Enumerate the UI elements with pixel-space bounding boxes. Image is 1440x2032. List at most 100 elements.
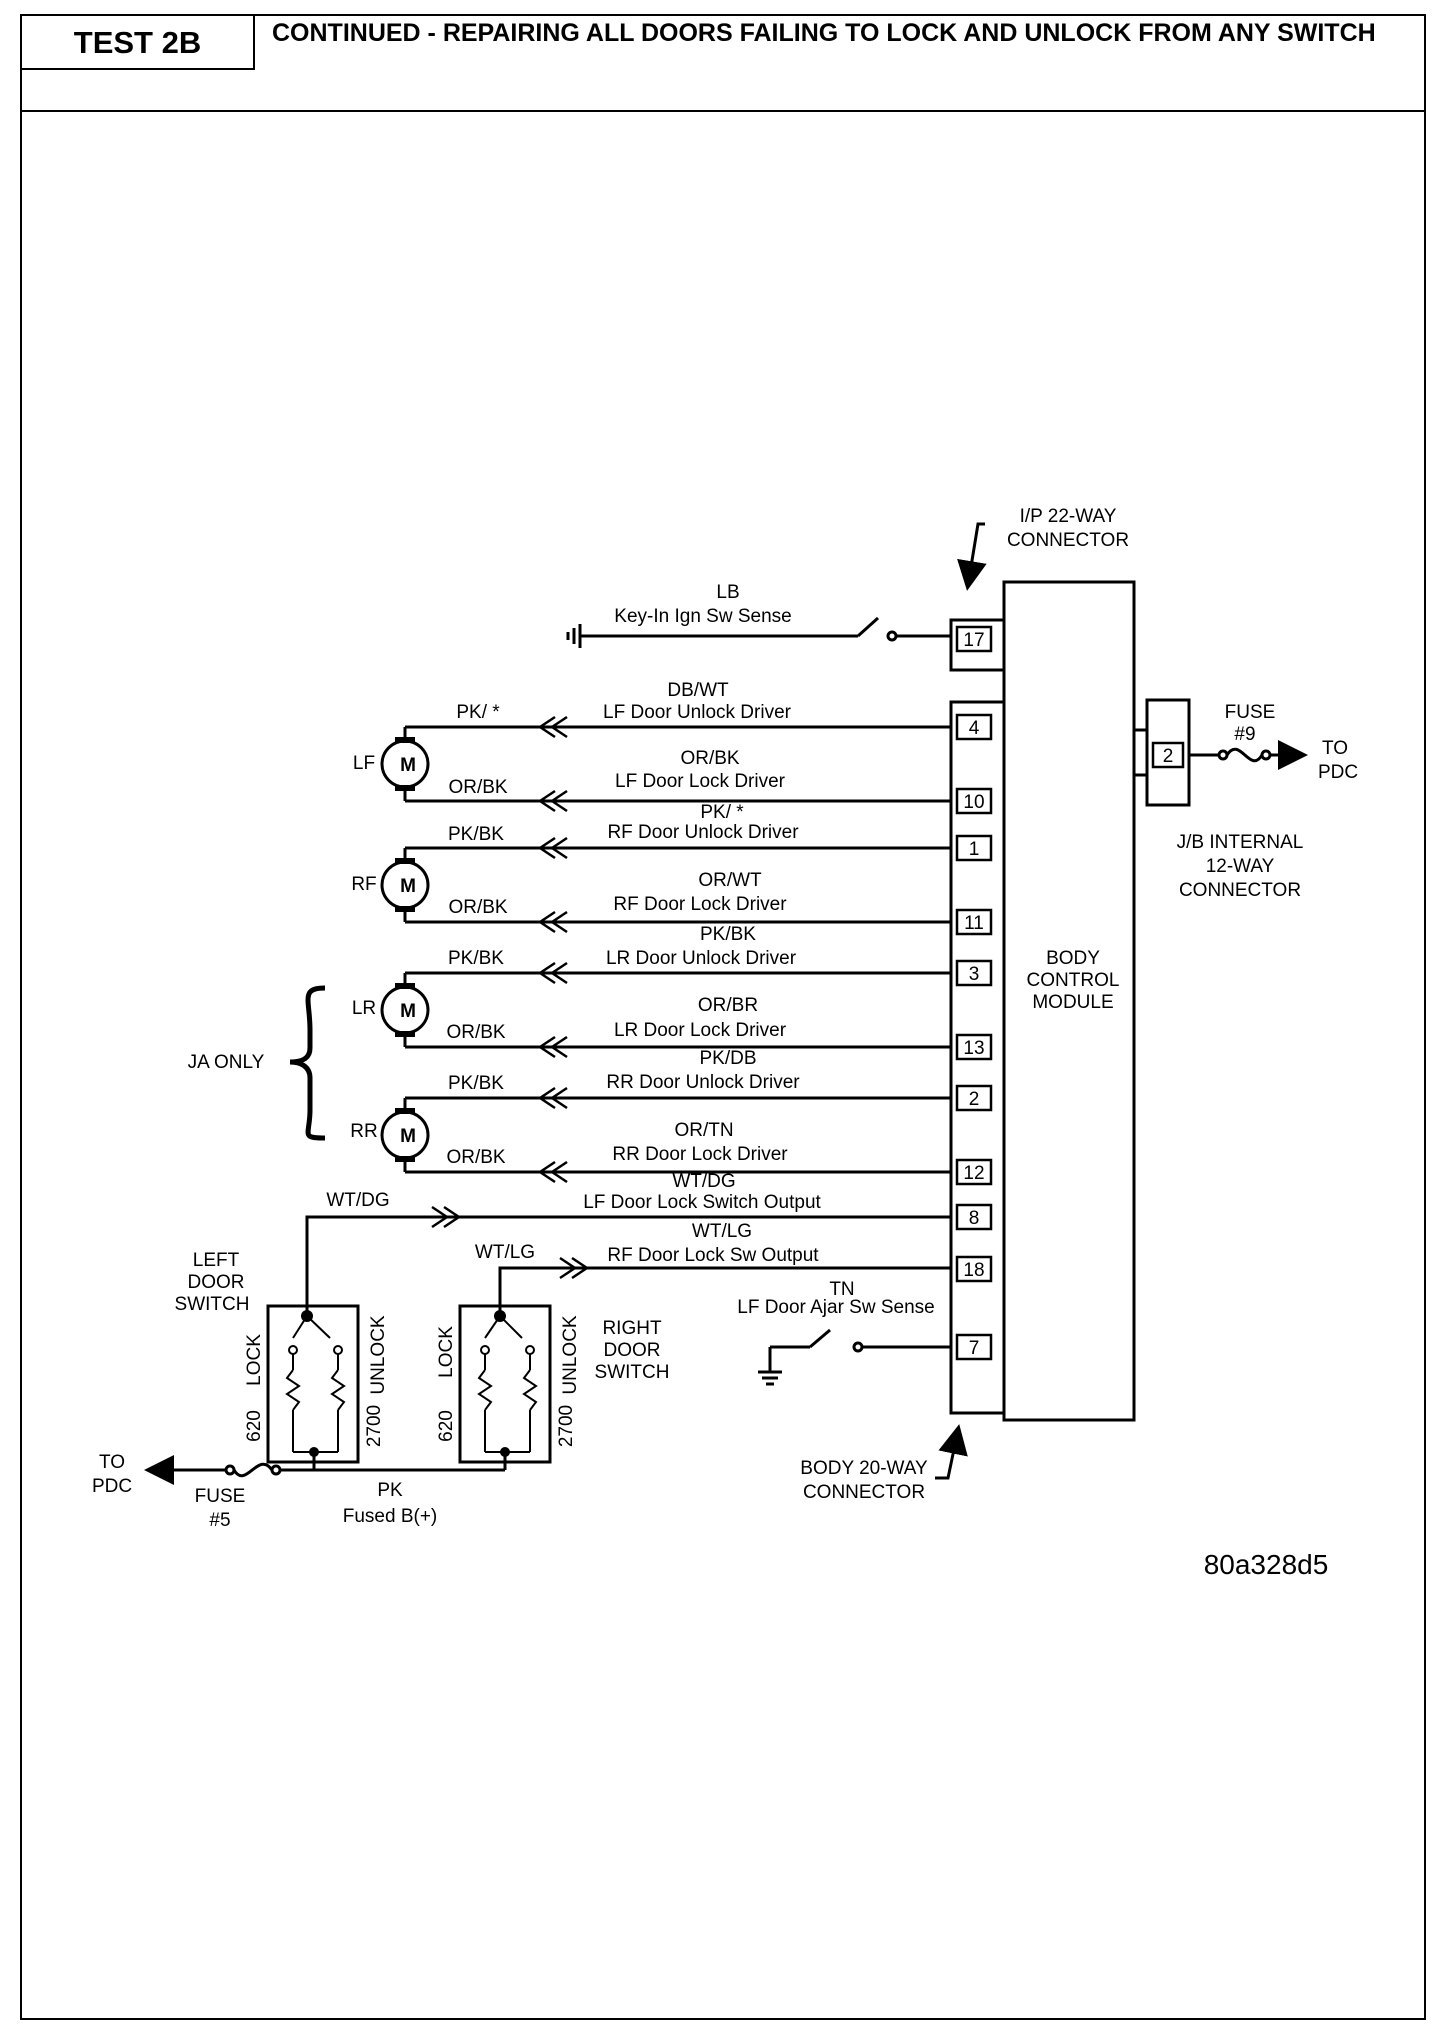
pin-4: 4 bbox=[969, 718, 980, 739]
fuse-9-pin: 2 bbox=[1163, 746, 1174, 767]
ja-only-label: JA ONLY bbox=[188, 1052, 265, 1073]
wire-wt-dg bbox=[305, 1215, 951, 1316]
key-in-ground-icon bbox=[566, 624, 582, 648]
pin-18: 18 bbox=[963, 1260, 984, 1281]
pin-13: 13 bbox=[963, 1038, 984, 1059]
fuse-9-symbol bbox=[1225, 747, 1264, 763]
motor-lf-symbol: M bbox=[400, 755, 416, 776]
connector-chevrons bbox=[537, 715, 568, 1184]
figure-id: 80a328d5 bbox=[1204, 1549, 1329, 1580]
pin-box-17 bbox=[955, 625, 993, 653]
circuit-color-1: PK/ * bbox=[700, 802, 744, 823]
wire-wt-lg bbox=[498, 1266, 951, 1316]
switch-wire-wt-dg: WT/DG bbox=[326, 1190, 389, 1211]
motor-tabs bbox=[395, 737, 415, 1162]
circuit-color-18: WT/LG bbox=[692, 1221, 752, 1242]
circuit-desc-10: LF Door Lock Driver bbox=[615, 771, 786, 792]
fuse-5-symbol bbox=[232, 1462, 274, 1478]
pin-box-1 bbox=[955, 834, 993, 862]
motor-lr-symbol: M bbox=[400, 1001, 416, 1022]
left-switch-r1: 620 bbox=[244, 1410, 265, 1442]
right-switch-label-3: SWITCH bbox=[595, 1362, 670, 1383]
page-title: CONTINUED - REPAIRING ALL DOORS FAILING … bbox=[272, 19, 1376, 47]
pin-box-18 bbox=[955, 1255, 993, 1283]
circuit-color-8: WT/DG bbox=[672, 1171, 735, 1192]
ip-22way-connector-shell bbox=[949, 618, 1006, 672]
motor-rf-label: RF bbox=[351, 874, 376, 895]
left-switch-lock: LOCK bbox=[244, 1334, 265, 1386]
right-door-switch-contacts bbox=[477, 1310, 538, 1457]
body-connector-label-1: BODY 20-WAY bbox=[800, 1458, 928, 1479]
pin-box-4 bbox=[955, 713, 993, 741]
pin-3: 3 bbox=[969, 964, 980, 985]
right-switch-r2: 2700 bbox=[556, 1405, 577, 1447]
circuit-color-17: LB bbox=[716, 582, 739, 603]
circuit-desc-12: RR Door Lock Driver bbox=[612, 1144, 788, 1165]
body-connector-label-2: CONNECTOR bbox=[803, 1482, 925, 1503]
motor-wire-rr-lock: OR/BK bbox=[446, 1147, 505, 1168]
page-frame: TEST 2B CONTINUED - REPAIRING ALL DOORS … bbox=[20, 14, 1426, 2020]
motor-rr-symbol: M bbox=[400, 1126, 416, 1147]
power-label: Fused B(+) bbox=[343, 1506, 438, 1527]
motor-wire-rr-unlock: PK/BK bbox=[448, 1073, 504, 1094]
pin-box-12 bbox=[955, 1158, 993, 1186]
circuit-desc-3: LR Door Unlock Driver bbox=[606, 948, 797, 969]
pin-7: 7 bbox=[969, 1338, 980, 1359]
ip-connector-label-2: CONNECTOR bbox=[1007, 530, 1129, 551]
pin-box-3 bbox=[955, 959, 993, 987]
ip-connector-label-1: I/P 22-WAY bbox=[1020, 506, 1117, 527]
pin-box-jb-2 bbox=[1151, 741, 1185, 769]
motor-wire-rf-lock: OR/BK bbox=[448, 897, 507, 918]
pin-box-2 bbox=[955, 1084, 993, 1112]
circuit-desc-4: LF Door Unlock Driver bbox=[603, 702, 792, 723]
pin-box-10 bbox=[955, 787, 993, 815]
pin-12: 12 bbox=[963, 1163, 984, 1184]
pin-1: 1 bbox=[969, 839, 980, 860]
body-20way-connector-shell bbox=[949, 700, 1006, 1415]
left-switch-r2: 2700 bbox=[364, 1405, 385, 1447]
fuse-9-label-1: FUSE bbox=[1225, 702, 1276, 723]
module-label-1: BODY bbox=[1046, 948, 1100, 969]
fuse-5-label-1: FUSE bbox=[195, 1486, 246, 1507]
right-switch-lock: LOCK bbox=[436, 1326, 457, 1378]
motor-rf-symbol: M bbox=[400, 876, 416, 897]
circuit-color-2: PK/DB bbox=[699, 1048, 756, 1069]
motor-wire-lr-lock: OR/BK bbox=[446, 1022, 505, 1043]
circuit-desc-17: Key-In Ign Sw Sense bbox=[614, 606, 791, 627]
module-label-2: CONTROL bbox=[1027, 970, 1120, 991]
fuse-9-label-2: #9 bbox=[1234, 724, 1255, 745]
circuit-color-13: OR/BR bbox=[698, 995, 758, 1016]
motor-wire-lr-unlock: PK/BK bbox=[448, 948, 504, 969]
fuse-5-to-2: PDC bbox=[92, 1476, 132, 1497]
circuit-desc-8: LF Door Lock Switch Output bbox=[583, 1192, 821, 1213]
motor-wire-rf-unlock: PK/BK bbox=[448, 824, 504, 845]
fuse-9-to-2: PDC bbox=[1318, 762, 1358, 783]
jb-connector-label-1: J/B INTERNAL bbox=[1177, 832, 1304, 853]
body-connector-leader bbox=[935, 1424, 968, 1480]
circuit-color-12: OR/TN bbox=[674, 1120, 733, 1141]
left-switch-label-1: LEFT bbox=[193, 1250, 240, 1271]
pin-11: 11 bbox=[964, 913, 984, 934]
left-switch-label-3: SWITCH bbox=[175, 1294, 250, 1315]
pin-box-13 bbox=[955, 1033, 993, 1061]
pin-2: 2 bbox=[969, 1089, 980, 1110]
test-label: TEST 2B bbox=[22, 16, 255, 70]
pin-8: 8 bbox=[969, 1208, 980, 1229]
motor-wire-lf-lock: OR/BK bbox=[448, 777, 507, 798]
left-door-switch-contacts bbox=[285, 1310, 346, 1457]
switch-wire-wt-lg: WT/LG bbox=[475, 1242, 535, 1263]
circuit-color-4: DB/WT bbox=[667, 680, 729, 701]
door-ajar-ground-icon bbox=[758, 1370, 782, 1386]
circuit-color-3: PK/BK bbox=[700, 924, 756, 945]
ip-connector-leader bbox=[957, 522, 987, 591]
module-label-3: MODULE bbox=[1032, 992, 1113, 1013]
motor-lf-label: LF bbox=[353, 753, 375, 774]
left-switch-unlock: UNLOCK bbox=[368, 1315, 389, 1395]
circuit-desc-7: LF Door Ajar Sw Sense bbox=[737, 1297, 934, 1318]
jb-connector-label-3: CONNECTOR bbox=[1179, 880, 1301, 901]
circuit-color-10: OR/BK bbox=[680, 748, 739, 769]
motor-lr-label: LR bbox=[352, 998, 376, 1019]
motor-wire-lf-unlock: PK/ * bbox=[456, 702, 500, 723]
circuit-color-11: OR/WT bbox=[698, 870, 762, 891]
